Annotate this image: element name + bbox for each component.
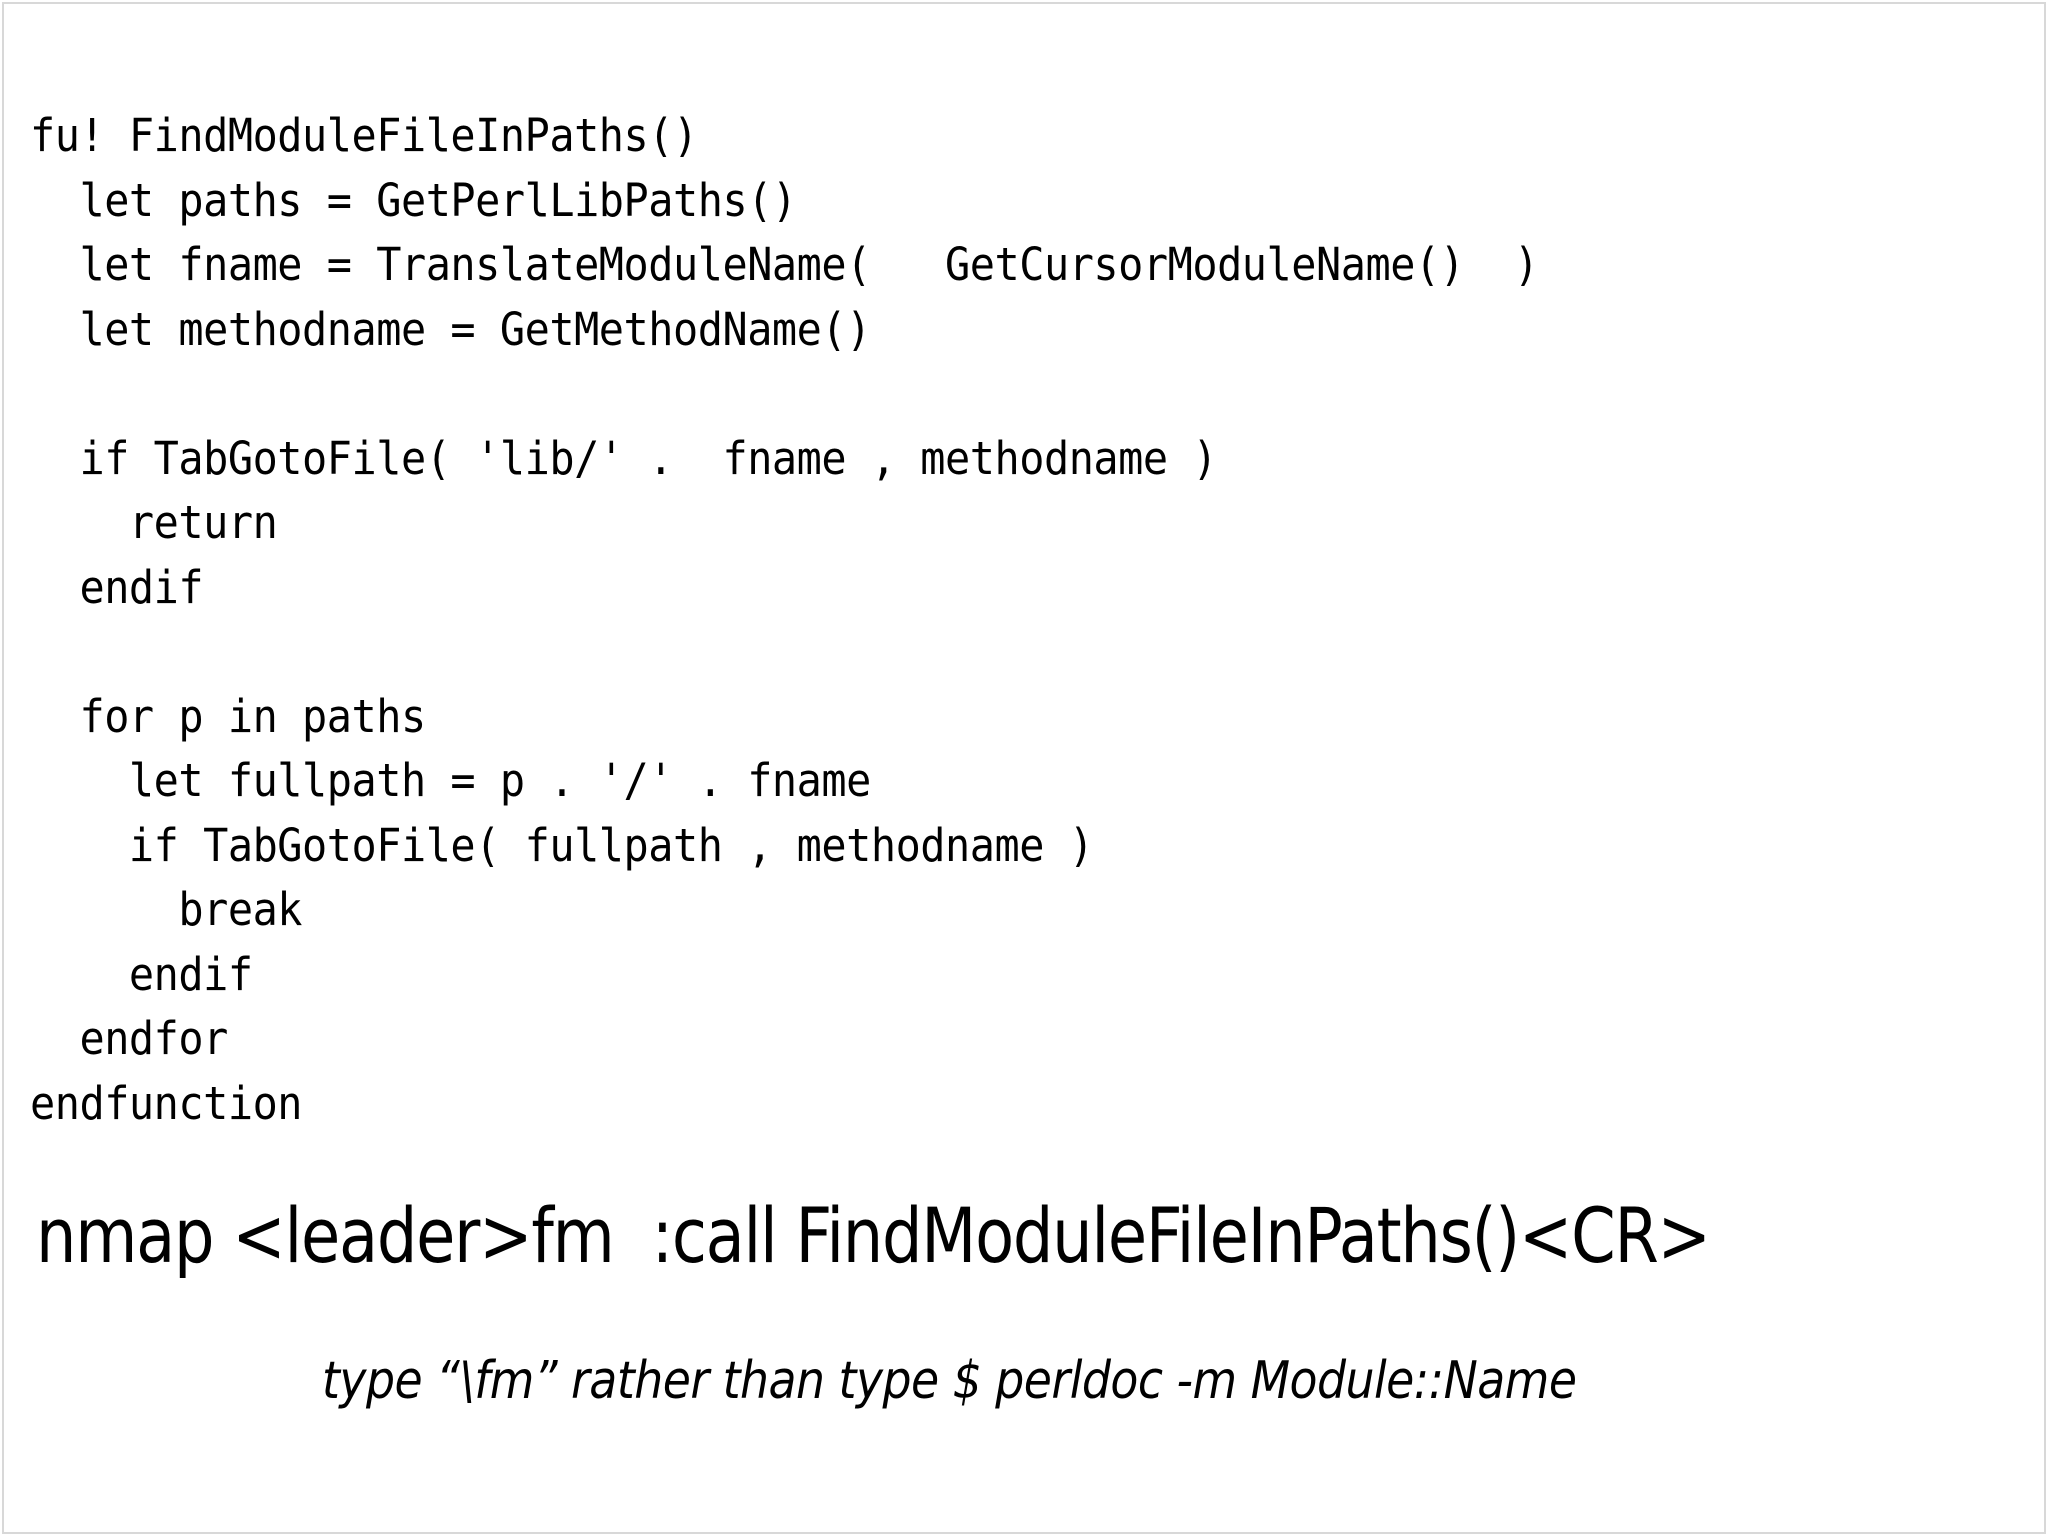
- code-line: fu! FindModuleFileInPaths(): [30, 109, 698, 162]
- code-block: fu! FindModuleFileInPaths() let paths = …: [30, 104, 1990, 1136]
- code-line: endif: [30, 947, 253, 1001]
- code-line: let methodname = GetMethodName(): [30, 302, 871, 356]
- code-line: for p in paths: [30, 689, 426, 743]
- code-line: if TabGotoFile( fullpath , methodname ): [30, 818, 1094, 872]
- code-line: endif: [30, 560, 204, 614]
- code-line-blank: [30, 620, 1853, 685]
- code-line: if TabGotoFile( 'lib/' . fname , methodn…: [30, 431, 1218, 485]
- key-mapping-line: nmap <leader>fm :call FindModuleFileInPa…: [36, 1191, 1711, 1280]
- code-line-blank: [30, 362, 1853, 427]
- code-line: let fullpath = p . '/' . fname: [30, 754, 871, 807]
- caption-line: type “\fm” rather than type $ perldoc -m…: [322, 1351, 1577, 1411]
- code-line: endfunction: [30, 1076, 303, 1130]
- code-line: let paths = GetPerlLibPaths(): [30, 173, 797, 227]
- code-line: break: [30, 883, 303, 936]
- code-line: endfor: [30, 1012, 228, 1065]
- code-line: let fname = TranslateModuleName( GetCurs…: [30, 238, 1539, 291]
- code-line: return: [30, 496, 278, 549]
